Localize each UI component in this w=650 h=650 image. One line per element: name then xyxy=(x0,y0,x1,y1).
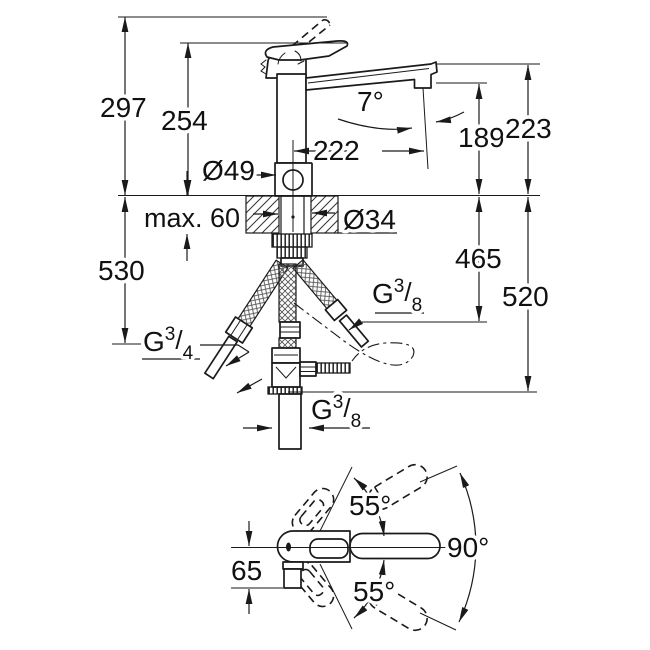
hose-left xyxy=(203,259,289,380)
spout xyxy=(305,61,438,91)
hose-right xyxy=(292,258,370,348)
mounting-nut xyxy=(271,233,313,248)
handle-top-view xyxy=(276,530,441,589)
reference-lines xyxy=(112,16,540,393)
offset-dimension xyxy=(231,521,283,614)
swivel-down-label: 55° xyxy=(353,576,395,607)
outlet-height-label: 189 xyxy=(458,122,505,153)
water-stream-line xyxy=(422,87,429,170)
hose-connection-length-label: 465 xyxy=(455,243,502,274)
spout-reach-label: 222 xyxy=(313,135,360,166)
lever-height-label: 254 xyxy=(161,105,208,136)
thread-bottom-label: G3/8 xyxy=(311,392,361,432)
thread-right-label: G3/8 xyxy=(372,276,422,316)
spout-tip-height-label: 223 xyxy=(505,113,552,144)
counter-thickness-label: max. 60 xyxy=(144,203,240,233)
angle-dimensions xyxy=(319,465,477,631)
side-view: 297 254 Ø49 max. 60 530 7° 222 189 223 Ø… xyxy=(95,16,555,450)
threaded-stud xyxy=(315,362,351,374)
spout-top-view xyxy=(283,568,302,589)
shank xyxy=(280,196,305,234)
below-counter-label: 530 xyxy=(98,255,145,286)
mounting-and-hoses xyxy=(203,233,415,450)
base-diameter-label: Ø49 xyxy=(202,155,255,186)
top-view: 55° 90° 55° 65 xyxy=(228,463,493,632)
hose-center xyxy=(267,263,351,450)
handle-ghost-upper xyxy=(291,463,428,535)
dimension-lines xyxy=(121,17,532,432)
handle-offset-label: 65 xyxy=(231,555,262,586)
supply-pipe xyxy=(278,393,302,450)
elbow-fitting xyxy=(271,362,301,388)
faucet-handle xyxy=(260,40,349,79)
thread-left-label: G3/4 xyxy=(143,324,194,364)
swivel-range-label: 90° xyxy=(447,532,489,563)
hole-diameter-label: Ø34 xyxy=(343,204,396,235)
overall-height-label: 297 xyxy=(100,92,147,123)
swivel-up-label: 55° xyxy=(349,490,391,521)
hose-total-length-label: 520 xyxy=(502,281,549,312)
hose-route-centerline xyxy=(293,302,415,366)
stream-angle-label: 7° xyxy=(357,86,384,117)
